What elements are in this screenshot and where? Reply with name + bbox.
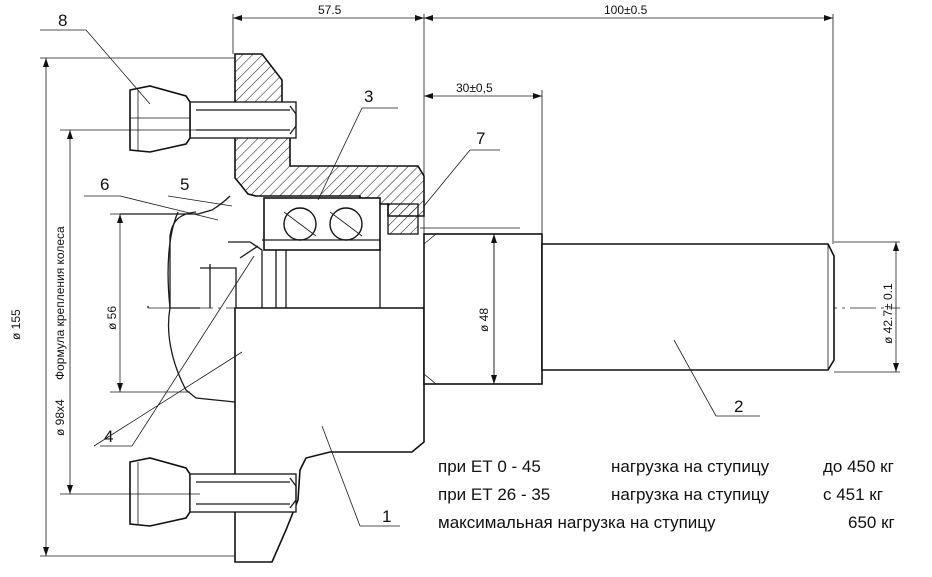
dim-100: 100±0.5: [604, 3, 648, 17]
dimension-arrows: [43, 15, 899, 556]
collar-chamfer: [423, 233, 437, 385]
bolt-head-upper: [129, 85, 191, 153]
seal: [387, 203, 419, 235]
callout-7: 7: [476, 129, 485, 148]
callout-3: 3: [364, 87, 373, 106]
leader-lines: [40, 29, 760, 527]
stud-lower: [189, 473, 297, 513]
dim-48: ø 48: [477, 308, 491, 332]
stud-upper: [189, 101, 297, 139]
dim-30: 30±0,5: [456, 81, 493, 95]
note-row2-condition: при ЕТ 26 - 35: [438, 485, 551, 504]
callout-2: 2: [734, 397, 743, 416]
bolt-head-upper-edge: [130, 90, 190, 150]
callout-5: 5: [180, 175, 189, 194]
note-row2-label: нагрузка на ступицу: [611, 485, 770, 504]
note-row3-label: максимальная нагрузка на ступицу: [438, 513, 716, 532]
stud-lower-thread: [196, 477, 297, 509]
pcd-caption: Формула крепления колеса: [53, 226, 67, 380]
callout-1: 1: [382, 507, 391, 526]
spindle-collar: [423, 233, 543, 385]
dim-57: 57.5: [318, 3, 342, 17]
callout-8: 8: [58, 11, 67, 30]
note-row1-label: нагрузка на ступицу: [611, 457, 770, 476]
callout-4: 4: [104, 427, 113, 446]
nut: [200, 241, 263, 308]
dim-98: ø 98x4: [53, 399, 67, 436]
dim-155: ø 155: [9, 309, 23, 340]
note-row3-value: 650 кг: [848, 513, 895, 532]
note-row1-value: до 450 кг: [823, 457, 894, 476]
bearing-detail: [264, 211, 380, 251]
dust-cap: [147, 211, 236, 403]
note-row1-condition: при ЕТ 0 - 45: [438, 457, 541, 476]
extension-lines: [40, 14, 900, 557]
dim-42: ø 42.7± 0.1: [881, 283, 895, 344]
cap-shell: [120, 195, 231, 308]
stud-upper-thread: [196, 105, 297, 135]
flange-lower: [234, 307, 425, 563]
bolt-head-lower: [129, 457, 191, 527]
dim-56: ø 56: [105, 306, 119, 330]
callout-6: 6: [100, 175, 109, 194]
spindle-shaft: [541, 243, 835, 371]
note-row2-value: с 451 кг: [823, 485, 883, 504]
inner-sleeve: [262, 239, 381, 308]
